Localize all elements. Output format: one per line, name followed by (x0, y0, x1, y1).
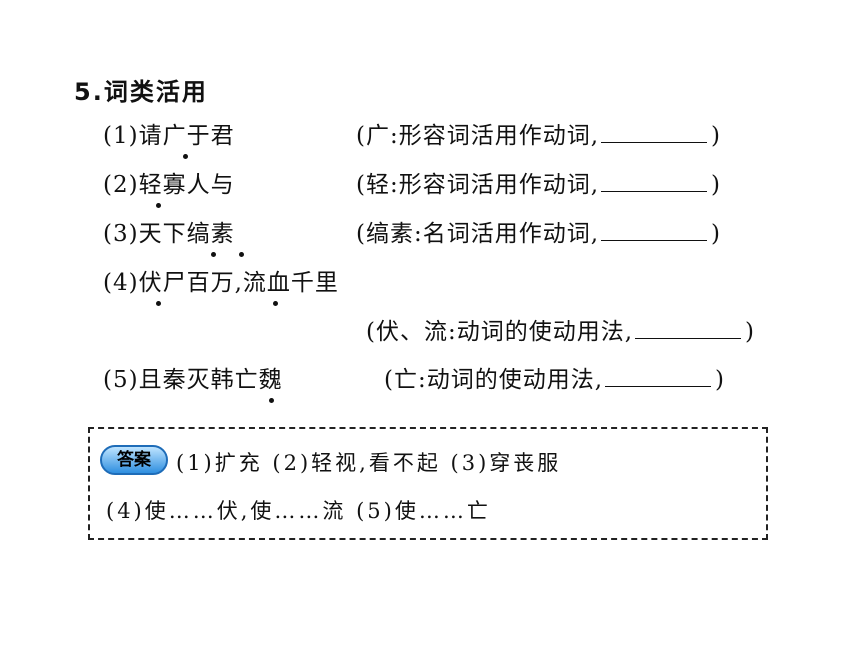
item-2-sentence: (2)轻寡人与 (103, 172, 235, 198)
emphasis-dot (156, 301, 161, 306)
item-1-note: (广:形容词活用作动词,) (356, 119, 721, 153)
item-1-close-paren: ) (711, 123, 722, 149)
emphasis-dot (156, 203, 161, 208)
item-3-sentence: (3)天下缟素 (103, 221, 235, 247)
item-2-note-text: (轻:形容词活用作动词, (356, 172, 600, 198)
answer-box: 答案 (1)扩充 (2)轻视,看不起 (3)穿丧服 (4)使……伏,使……流 (… (88, 427, 768, 540)
item-3-close-paren: ) (711, 221, 722, 247)
item-4-answer-blank (635, 316, 742, 339)
item-1-note-text: (广:形容词活用作动词, (356, 123, 600, 149)
item-3-answer-blank (601, 218, 708, 241)
item-4-close-paren: ) (745, 319, 756, 345)
emphasis-dot (183, 154, 188, 159)
item-4-note-text: (伏、流:动词的使动用法, (366, 319, 634, 345)
item-2-note: (轻:形容词活用作动词,) (356, 168, 721, 202)
item-4-note: (伏、流:动词的使动用法,) (366, 315, 755, 349)
item-5-close-paren: ) (715, 367, 726, 393)
section-title: 5.词类活用 (74, 78, 208, 106)
item-3-note-text: (缟素:名词活用作动词, (356, 221, 600, 247)
item-5-note: (亡:动词的使动用法,) (384, 363, 725, 397)
emphasis-dot (273, 301, 278, 306)
emphasis-dot (211, 252, 216, 257)
item-2-answer-blank (601, 169, 708, 192)
item-3-note: (缟素:名词活用作动词,) (356, 217, 721, 251)
answer-line-1: (1)扩充 (2)轻视,看不起 (3)穿丧服 (176, 451, 562, 475)
answer-line-2: (4)使……伏,使……流 (5)使……亡 (106, 499, 491, 523)
item-1-sentence: (1)请广于君 (103, 123, 235, 149)
item-5-note-text: (亡:动词的使动用法, (384, 367, 604, 393)
item-1-answer-blank (601, 120, 708, 143)
item-5-answer-blank (605, 364, 712, 387)
item-2-close-paren: ) (711, 172, 722, 198)
emphasis-dot (239, 252, 244, 257)
item-4-sentence: (4)伏尸百万,流血千里 (103, 270, 339, 296)
answer-badge: 答案 (100, 445, 168, 475)
emphasis-dot (269, 398, 274, 403)
item-5-sentence: (5)且秦灭韩亡魏 (103, 367, 283, 393)
